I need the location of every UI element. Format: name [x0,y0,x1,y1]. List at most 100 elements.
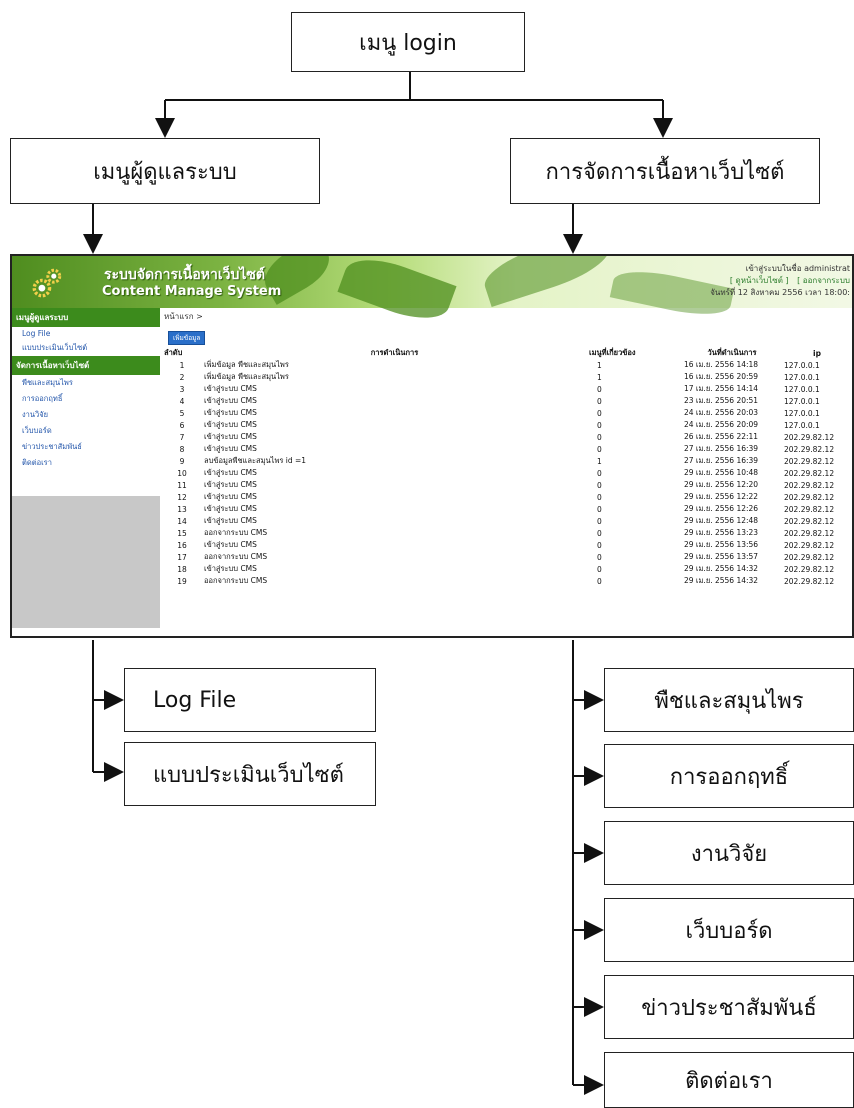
row-date: 27 เม.ย. 2556 16:39 [684,456,759,465]
view-site-link[interactable]: [ ดูหน้าเว็บไซต์ ] [729,276,789,285]
row-date: 29 เม.ย. 2556 12:26 [684,504,759,513]
row-date: 17 เม.ย. 2556 14:14 [684,384,759,393]
log-table-body: 1 เพิ่มข้อมูล พืชและสมุนไพร 1 16 เม.ย. 2556… [162,359,852,587]
content-menu-box: การจัดการเนื้อหาเว็บไซต์ [510,138,820,204]
row-order: 16 [177,540,187,550]
row-order: 19 [177,576,187,586]
row-ip: 202.29.82.12 [784,564,835,574]
cms-banner: ระบบจัดการเนื้อหาเว็บไซต์ Content Manage… [12,256,852,330]
row-ip: 127.0.0.1 [784,360,820,370]
col-action: การดำเนินการ [370,348,419,357]
row-date: 26 เม.ย. 2556 22:11 [684,432,759,441]
col-menu: เมนูที่เกี่ยวข้อง [589,348,636,357]
row-ip: 202.29.82.12 [784,540,835,550]
row-menu: 0 [597,540,602,550]
row-action: เข้าสู่ระบบ CMS [204,384,257,393]
cms-screenshot: ระบบจัดการเนื้อหาเว็บไซต์ Content Manage… [10,254,854,638]
row-order: 9 [179,456,185,466]
row-date: 27 เม.ย. 2556 16:39 [684,444,759,453]
row-menu: 0 [597,492,602,502]
row-action: เข้าสู่ระบบ CMS [204,504,257,513]
sidebar-item-evaluation[interactable]: แบบประเมินเว็บไซต์ [22,343,88,352]
sidebar-item-herbs[interactable]: พืชและสมุนไพร [22,378,73,387]
webboard-label: เว็บบอร์ด [685,918,773,944]
row-menu: 0 [597,528,602,538]
contact-label: ติดต่อเรา [685,1068,773,1094]
col-ip: ip [813,348,821,358]
row-order: 13 [177,504,187,514]
evaluation-label: แบบประเมินเว็บไซต์ [153,762,344,788]
row-order: 15 [177,528,187,538]
row-date: 29 เม.ย. 2556 10:48 [684,468,759,477]
header-user: เข้าสู่ระบบในชื่อ administrat [745,264,850,273]
row-action: ออกจากระบบ CMS [204,552,268,561]
header-date: จันทร์ที่ 12 สิงหาคม 2556 เวลา 18:00: [710,288,850,297]
row-menu: 1 [597,360,602,370]
add-data-button[interactable]: เพิ่มข้อมูล [168,331,206,345]
admin-menu-box: เมนูผู้ดูแลระบบ [10,138,320,204]
row-menu: 0 [597,432,602,442]
log-table: ลำดับ การดำเนินการ เมนูที่เกี่ยวข้อง วัน… [162,347,852,587]
row-action: เข้าสู่ระบบ CMS [204,468,257,477]
row-ip: 127.0.0.1 [784,384,820,394]
row-order: 7 [179,432,185,442]
row-date: 16 เม.ย. 2556 20:59 [684,372,759,381]
logout-link[interactable]: [ ออกจากระบบ [797,276,850,285]
content-menu-label: การจัดการเนื้อหาเว็บไซต์ [545,159,785,185]
effects-box: การออกฤทธิ์ [604,744,854,808]
sidebar-item-contact[interactable]: ติดต่อเรา [22,458,52,467]
log-table-header: ลำดับ การดำเนินการ เมนูที่เกี่ยวข้อง วัน… [162,347,852,359]
col-order: ลำดับ [164,348,183,357]
research-label: งานวิจัย [690,841,768,867]
site-title: ระบบจัดการเนื้อหาเว็บไซต์ [104,267,265,283]
row-ip: 202.29.82.12 [784,444,835,454]
sidebar-item-webboard[interactable]: เว็บบอร์ด [22,426,52,435]
row-order: 12 [177,492,187,502]
table-row: 9 ลบข้อมูลพืชและสมุนไพร id =1 1 27 เม.ย. 25… [162,455,852,467]
research-box: งานวิจัย [604,821,854,885]
row-action: เข้าสู่ระบบ CMS [204,480,257,489]
log-file-box: Log File [124,668,376,732]
news-label: ข่าวประชาสัมพันธ์ [641,995,817,1021]
row-menu: 0 [597,444,602,454]
sidebar-item-log-file[interactable]: Log File [22,329,51,338]
sidebar-item-news[interactable]: ข่าวประชาสัมพันธ์ [22,442,82,451]
site-subtitle: Content Manage System [102,284,282,299]
row-order: 14 [177,516,187,526]
row-order: 5 [179,408,185,418]
row-action: ออกจากระบบ CMS [204,528,268,537]
sidebar-item-research[interactable]: งานวิจัย [22,410,49,419]
sidebar-admin-heading: เมนูผู้ดูแลระบบ [12,308,160,327]
cms-main: หน้าแรก > เพิ่มข้อมูล ลำดับ การดำเนินการ… [162,308,852,636]
row-ip: 202.29.82.12 [784,516,835,526]
row-date: 29 เม.ย. 2556 12:20 [684,480,759,489]
effects-label: การออกฤทธิ์ [669,764,789,790]
sidebar-filler [12,496,160,628]
row-action: ออกจากระบบ CMS [204,576,268,585]
row-action: เพิ่มข้อมูล พืชและสมุนไพร [204,372,289,381]
row-action: เข้าสู่ระบบ CMS [204,444,257,453]
row-order: 10 [177,468,187,478]
row-date: 29 เม.ย. 2556 14:32 [684,576,759,585]
row-order: 17 [177,552,187,562]
sidebar-item-effects[interactable]: การออกฤทธิ์ [22,394,63,403]
row-order: 4 [179,396,185,406]
row-ip: 202.29.82.12 [784,576,835,586]
row-order: 3 [179,384,185,394]
row-order: 8 [179,444,185,454]
row-ip: 202.29.82.12 [784,492,835,502]
row-action: ลบข้อมูลพืชและสมุนไพร id =1 [204,456,307,465]
row-menu: 1 [597,456,602,466]
row-ip: 127.0.0.1 [784,420,820,430]
row-menu: 1 [597,372,602,382]
